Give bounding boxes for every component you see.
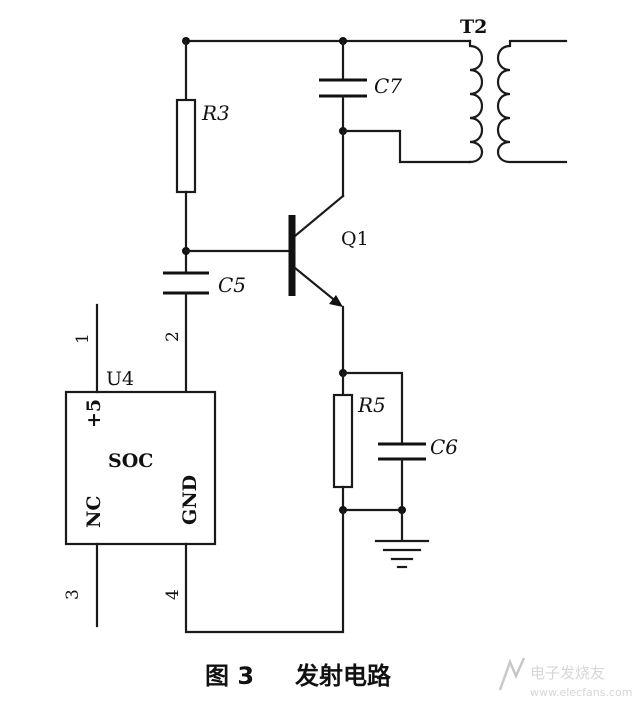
collector-to-transformer-wire: [341, 129, 472, 164]
ground-symbol: [374, 508, 430, 569]
figure-number: 图 3: [205, 662, 254, 690]
watermark-name: 电子发烧友: [530, 664, 605, 682]
transformer-t2-primary: [468, 39, 484, 164]
c6-top-wire: [341, 371, 404, 446]
label-u4: U4: [106, 368, 134, 390]
label-c5: C5: [218, 273, 246, 297]
chip-gnd-label: GND: [179, 475, 201, 525]
pin-4-label: 4: [163, 589, 183, 600]
pin-4-ground-wire: [184, 508, 345, 634]
watermark-logo: 电子发烧友 www.elecfans.com: [498, 657, 632, 699]
resistor-r3: [175, 98, 197, 194]
chip-u4: [64, 390, 217, 546]
chip-soc-label: SOC: [108, 450, 153, 472]
pin-3-label: 3: [63, 589, 83, 600]
label-t2: T2: [460, 16, 487, 38]
figure-title: 发射电路: [294, 662, 392, 690]
chip-plus5-label: +5: [83, 399, 105, 428]
pin-2-label: 2: [163, 331, 183, 342]
q1-collector-leg: [293, 194, 345, 238]
label-r3: R3: [201, 101, 230, 125]
transformer-t2-secondary: [496, 39, 568, 164]
q1-emitter-leg: [293, 266, 340, 305]
chip-nc-label: NC: [83, 496, 105, 529]
q1-emitter-arrow: [329, 295, 343, 307]
label-c7: C7: [374, 74, 402, 98]
watermark-url: www.elecfans.com: [530, 686, 632, 699]
label-r5: R5: [357, 393, 386, 417]
label-q1: Q1: [341, 228, 369, 250]
pin-1-label: 1: [73, 333, 93, 344]
resistor-r5: [332, 393, 354, 489]
label-c6: C6: [430, 435, 458, 459]
